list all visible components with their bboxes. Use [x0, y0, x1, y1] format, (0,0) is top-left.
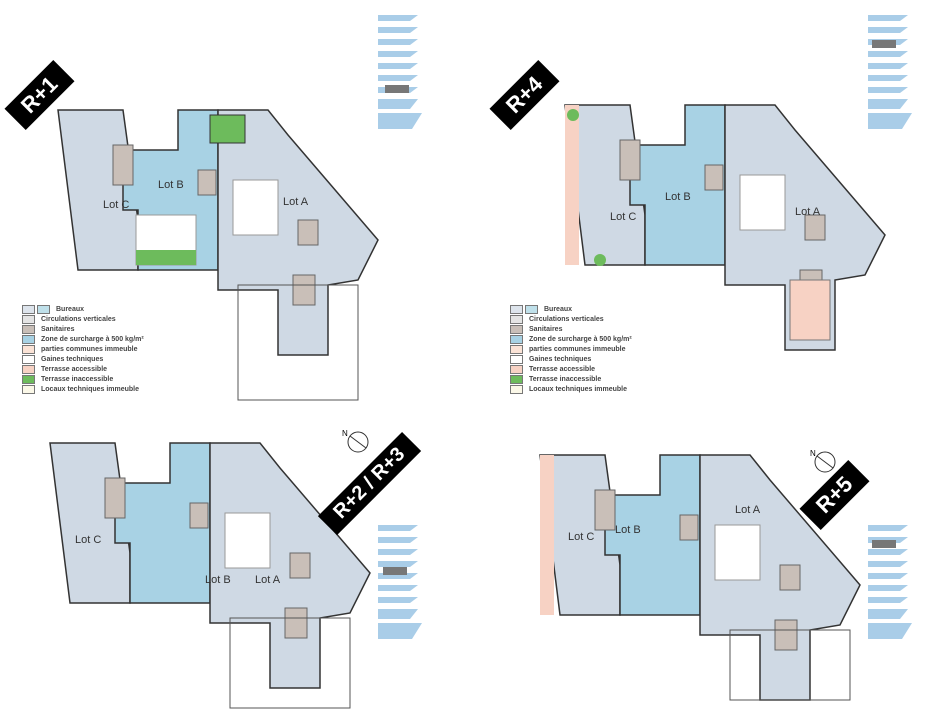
compass-icon: N	[342, 429, 369, 453]
legend-item: Circulations verticales	[22, 314, 144, 324]
legend-item: Terrasse accessible	[22, 364, 144, 374]
lot-c-label: Lot C	[610, 211, 636, 223]
legend-item: Zone de surcharge à 500 kg/m²	[510, 334, 632, 344]
legend-item: parties communes immeuble	[22, 344, 144, 354]
legend: Bureaux Circulations verticales Sanitair…	[22, 304, 144, 394]
plan-r2-r3: Lot A Lot B Lot C	[49, 442, 371, 709]
legend-item: Bureaux	[510, 304, 632, 314]
lot-c-label: Lot C	[568, 531, 594, 543]
legend-item: Terrasse accessible	[510, 364, 632, 374]
compass-icon: N	[810, 449, 836, 473]
plan-r4: Lot A Lot B Lot C	[564, 104, 886, 351]
legend-item: Bureaux	[22, 304, 144, 314]
lot-b-label: Lot B	[205, 574, 231, 586]
compass-label: N	[810, 449, 816, 458]
legend-item: Terrasse inaccessible	[22, 374, 144, 384]
plan-r5: Lot A Lot B Lot C	[539, 454, 861, 701]
plan-r1: Lot A Lot B Lot C	[57, 109, 379, 401]
legend-item: Gaines techniques	[510, 354, 632, 364]
active-level-marker	[383, 567, 407, 575]
legend-item: Locaux techniques immeuble	[510, 384, 632, 394]
legend: Bureaux Circulations verticales Sanitair…	[510, 304, 632, 394]
active-level-marker	[872, 540, 896, 548]
lot-a-label: Lot A	[283, 196, 309, 208]
building-stack-icon	[868, 15, 912, 129]
legend-item: Sanitaires	[510, 324, 632, 334]
active-level-marker	[872, 40, 896, 48]
lot-b-label: Lot B	[615, 524, 641, 536]
building-stack-icon	[378, 525, 422, 639]
lot-a-label: Lot A	[255, 574, 281, 586]
lot-c-label: Lot C	[103, 199, 129, 211]
legend-item: Zone de surcharge à 500 kg/m²	[22, 334, 144, 344]
lot-c-label: Lot C	[75, 534, 101, 546]
legend-item: Sanitaires	[22, 324, 144, 334]
active-level-marker	[385, 85, 409, 93]
lot-b-label: Lot B	[665, 191, 691, 203]
lot-b-label: Lot B	[158, 179, 184, 191]
compass-label: N	[342, 429, 348, 438]
legend-item: parties communes immeuble	[510, 344, 632, 354]
building-stack-icon	[378, 15, 422, 129]
lot-a-label: Lot A	[735, 504, 761, 516]
legend-item: Circulations verticales	[510, 314, 632, 324]
legend-item: Terrasse inaccessible	[510, 374, 632, 384]
legend-item: Gaines techniques	[22, 354, 144, 364]
legend-item: Locaux techniques immeuble	[22, 384, 144, 394]
lot-a-label: Lot A	[795, 206, 821, 218]
